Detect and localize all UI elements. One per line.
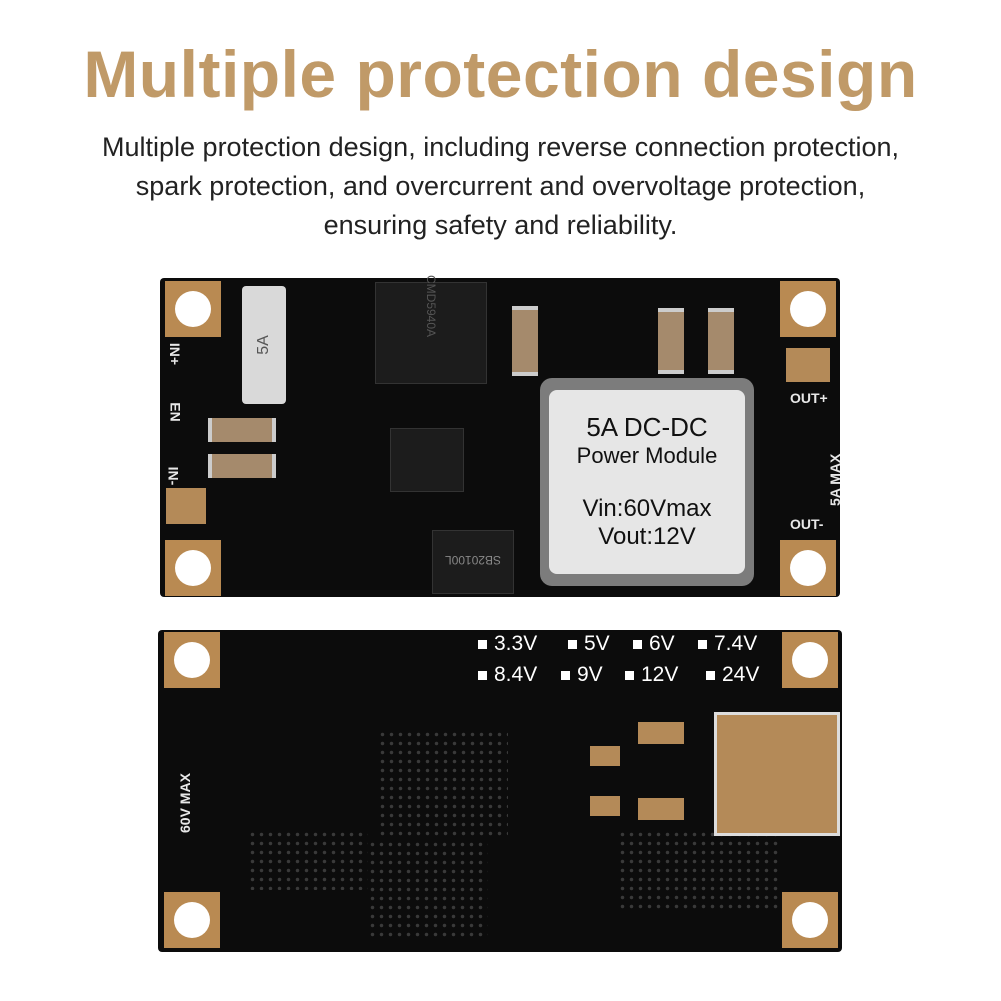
ic-chip [390, 428, 464, 492]
voltage-option: 9V [561, 663, 603, 687]
mounting-hole [165, 281, 221, 337]
voltage-option: 8.4V [478, 663, 537, 687]
capacitor [208, 418, 276, 442]
silk-en: EN [167, 402, 184, 422]
silk-out-plus: OUT+ [790, 390, 828, 406]
silk-in-plus: IN+ [167, 342, 184, 366]
capacitor [708, 308, 734, 374]
smd-pad [590, 796, 620, 816]
voltage-label: 24V [722, 663, 760, 686]
capacitor [208, 454, 276, 478]
page-title: Multiple protection design [83, 37, 918, 111]
fuse: 5A [242, 286, 286, 404]
fuse-label: 5A [255, 335, 272, 355]
voltage-option: 3.3V [478, 632, 537, 656]
voltage-label: 8.4V [494, 663, 538, 686]
front-pcb-board: IN+ EN IN- OUT+ 5A MAX OUT- 5A CMD5940A … [160, 275, 843, 597]
voltage-option: 24V [706, 663, 759, 687]
smd-pad [590, 746, 620, 766]
mounting-hole [164, 892, 220, 948]
mounting-hole [782, 892, 838, 948]
voltage-label: 5V [584, 632, 610, 655]
output-pad [786, 348, 830, 382]
description: Multiple protection design, including re… [0, 128, 1001, 245]
silk-out-minus: OUT- [790, 516, 824, 532]
label-line: Vin:60Vmax [582, 495, 712, 522]
mounting-hole [780, 540, 836, 596]
label-line: Vout:12V [598, 523, 696, 550]
description-line: spark protection, and overcurrent and ov… [135, 171, 866, 201]
smd-pad [638, 722, 684, 744]
silk-rating: 5A MAX [827, 453, 843, 506]
mosfet: CMD5940A [375, 275, 487, 384]
inductor-pad [714, 712, 840, 836]
mounting-hole [165, 540, 221, 596]
via-array [368, 840, 488, 940]
back-pcb-board: 60V MAX 3.3V 5V 6V 7.4V 8.4V 9V 12V 24V [158, 630, 842, 952]
silk-vin-max: 60V MAX [177, 773, 193, 833]
voltage-option: 7.4V [698, 632, 757, 656]
description-line: Multiple protection design, including re… [102, 132, 899, 162]
inductor-label: 5A DC-DC Power Module Vin:60Vmax Vout:12… [549, 390, 745, 574]
smd-pad [638, 798, 684, 820]
voltage-option: 5V [568, 632, 610, 656]
voltage-label: 7.4V [714, 632, 758, 655]
diode-label: SB20100L [444, 553, 502, 567]
mounting-hole [164, 632, 220, 688]
voltage-option: 6V [633, 632, 675, 656]
voltage-option: 12V [625, 663, 678, 687]
capacitor [658, 308, 684, 374]
diode: SB20100L [432, 530, 514, 594]
voltage-label: 3.3V [494, 632, 538, 655]
voltage-label: 6V [649, 632, 675, 655]
voltage-label: 12V [641, 663, 679, 686]
inductor: 5A DC-DC Power Module Vin:60Vmax Vout:12… [540, 378, 754, 586]
mounting-hole [780, 281, 836, 337]
via-array [378, 730, 508, 840]
label-line: Power Module [576, 443, 718, 468]
via-array [248, 830, 368, 890]
via-array [618, 830, 778, 910]
mounting-hole [782, 632, 838, 688]
description-line: ensuring safety and reliability. [323, 210, 678, 240]
voltage-label: 9V [577, 663, 603, 686]
silk-in-minus: IN- [165, 466, 182, 486]
mosfet-label: CMD5940A [424, 275, 438, 338]
label-line: 5A DC-DC [586, 412, 708, 442]
capacitor [512, 306, 538, 376]
input-pad [166, 488, 206, 524]
